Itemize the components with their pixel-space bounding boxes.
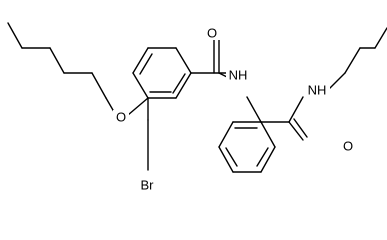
right-benzene-ring [218, 121, 276, 173]
atom-labels: O NH O Br NH O [113, 26, 357, 193]
left-benzene-ring [132, 47, 192, 99]
amide-nh-left-label: NH [229, 68, 248, 83]
right-carbonyl [260, 96, 308, 141]
bromine-label: Br [141, 178, 155, 193]
molecule-structure: O NH O Br NH O [7, 22, 387, 193]
molecule-canvas: O NH O Br NH O [7, 22, 387, 193]
ether-oxygen-label: O [116, 110, 126, 125]
carbonyl-oxygen-left-label: O [207, 26, 217, 41]
ether-bond [127, 97, 149, 116]
butyl-chain [7, 22, 118, 118]
amide-nh-right-label: NH [308, 83, 327, 98]
propyl-chain [327, 27, 387, 91]
left-carbonyl [190, 34, 227, 74]
carbonyl-oxygen-right-label: O [343, 139, 353, 154]
